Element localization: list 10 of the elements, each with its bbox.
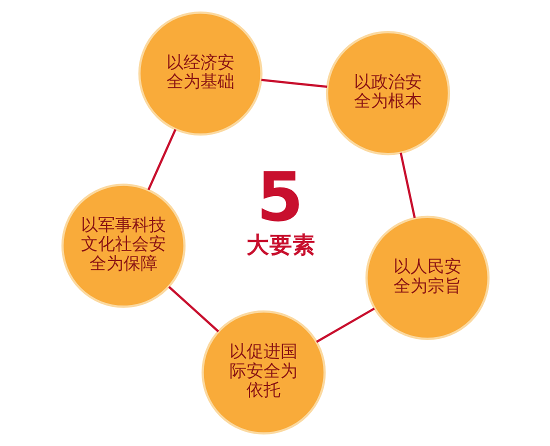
node-circle: 以军事科技文化社会安全为保障 <box>60 184 186 308</box>
connector <box>168 286 219 332</box>
connector <box>316 308 374 343</box>
connector <box>146 129 176 190</box>
node-circle: 以促进国际安全为依托 <box>201 310 326 435</box>
node-circle: 以经济安全为基础 <box>138 11 262 136</box>
node-circle: 以政治安全为根本 <box>325 31 450 156</box>
connector <box>399 152 416 218</box>
connector <box>260 78 327 88</box>
node-circle: 以人民安全为宗旨 <box>364 216 490 340</box>
